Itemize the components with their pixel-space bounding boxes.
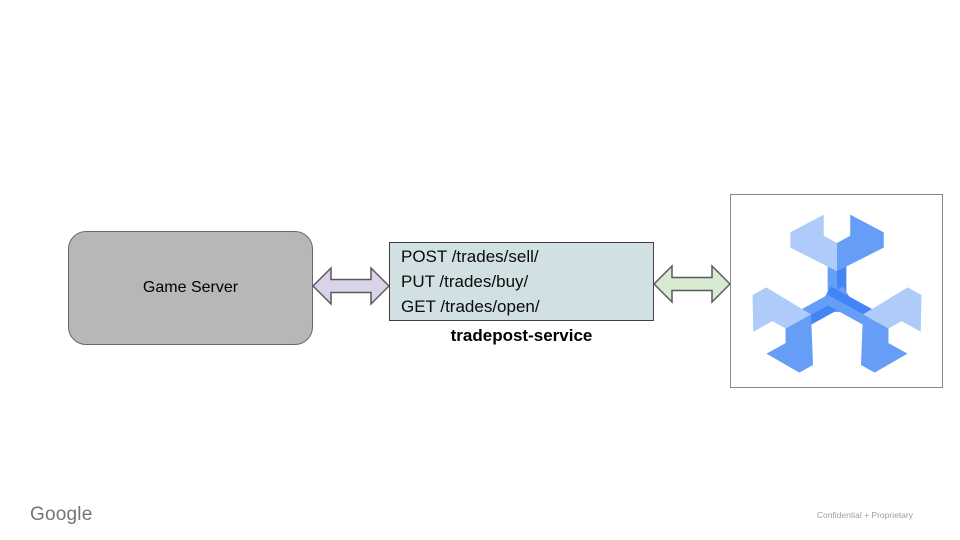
tradepost-api-node: POST /trades/sell/ PUT /trades/buy/ GET … — [389, 242, 654, 321]
game-server-label: Game Server — [142, 279, 239, 296]
spanner-arm-bottom-right — [821, 286, 921, 373]
arrow-shape — [653, 264, 731, 304]
confidential-note: Confidential + Proprietary — [816, 510, 913, 520]
api-endpoint-get: GET /trades/open/ — [401, 297, 540, 316]
cloud-spanner-node — [730, 194, 943, 388]
service-name-caption: tradepost-service — [450, 326, 593, 345]
game-server-node: Game Server — [68, 231, 313, 345]
api-endpoint-put: PUT /trades/buy/ — [401, 272, 529, 291]
spanner-arm-bottom-left — [752, 286, 852, 373]
api-endpoint-post: POST /trades/sell/ — [401, 247, 539, 266]
arrow-shape — [312, 266, 390, 306]
bidirectional-arrow-right — [653, 264, 731, 304]
google-logo: Google — [30, 504, 93, 525]
bidirectional-arrow-left — [312, 266, 390, 306]
cloud-spanner-icon — [752, 214, 921, 373]
